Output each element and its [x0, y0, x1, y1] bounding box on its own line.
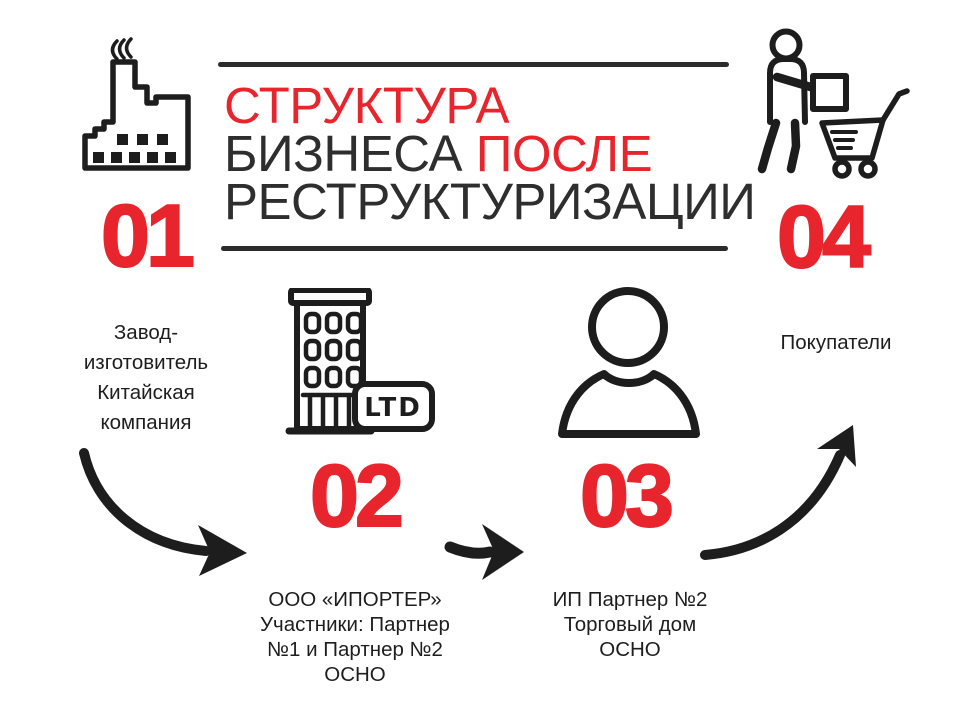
step-number-2: 02 — [309, 446, 405, 545]
step-label-1: Завод- изготовитель Китайская компания — [83, 321, 209, 434]
step-label-2: ООО «ИПОРТЕР» Участники: Партнер №1 и Па… — [260, 588, 450, 686]
shopper-with-cart-icon — [750, 28, 910, 180]
arrow-3-icon — [695, 413, 867, 563]
step-number-1: 01 — [100, 186, 196, 285]
step-label-3: ИП Партнер №2 Торговый дом ОСНО — [552, 588, 708, 661]
title-line-2: БИЗНЕСА ПОСЛЕ — [224, 125, 653, 182]
person-icon — [553, 287, 703, 439]
step-number-4: 04 — [776, 187, 872, 286]
arrow-2-icon — [440, 515, 540, 590]
title-line-1: СТРУКТУРА — [224, 77, 509, 134]
header-rule-bottom — [221, 246, 728, 251]
page-title: СТРУКТУРА БИЗНЕСА ПОСЛЕ РЕСТРУКТУРИЗАЦИИ — [224, 77, 756, 230]
office-building-ltd-icon: LTD — [285, 288, 435, 438]
title-line-3: РЕСТРУКТУРИЗАЦИИ — [224, 173, 756, 230]
step-label-4: Покупатели — [780, 331, 892, 354]
arrow-1-icon — [68, 445, 263, 585]
step-number-3: 03 — [579, 446, 675, 545]
factory-icon — [78, 30, 193, 175]
header-rule-top — [218, 62, 729, 67]
ltd-sign-text: LTD — [364, 393, 422, 423]
